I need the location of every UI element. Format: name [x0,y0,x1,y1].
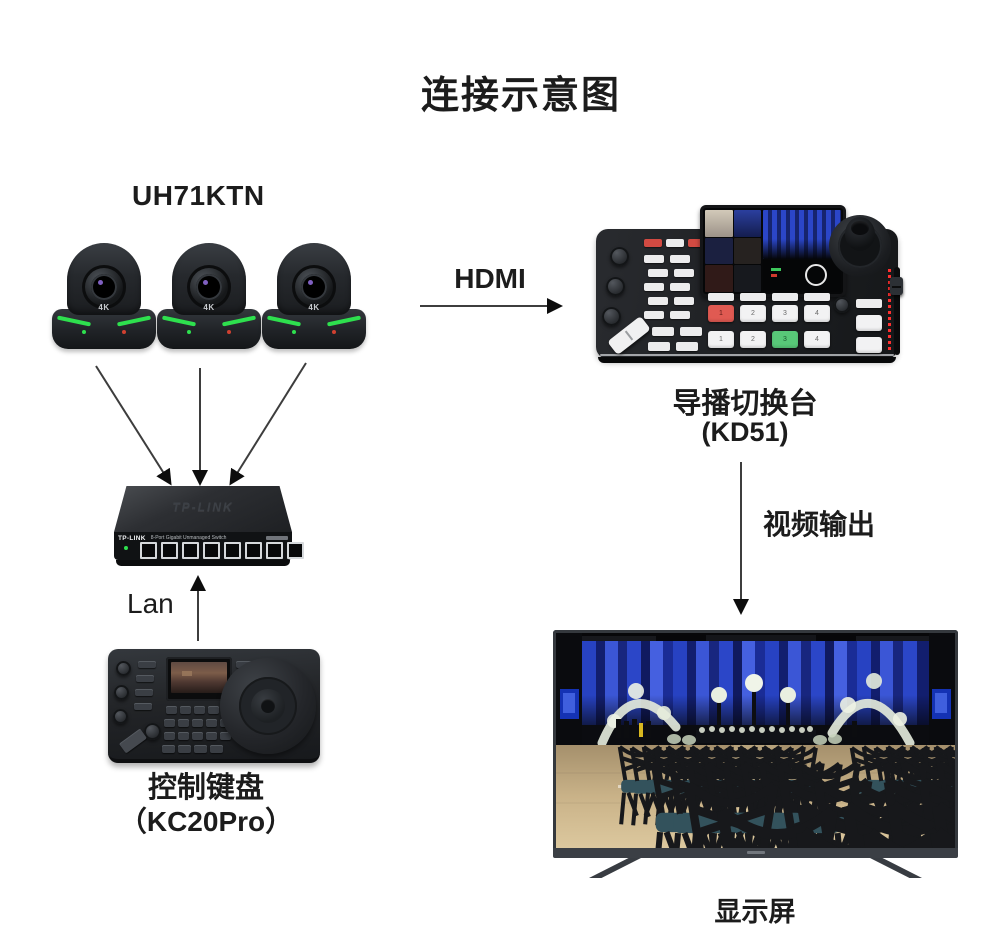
camera-led-stripe [326,315,362,327]
tv-bottom-bezel [553,848,958,858]
keyboard-joystick [220,658,316,754]
program-view [763,210,841,259]
preset-button [648,342,670,351]
status-led [227,330,231,334]
switch-top-face: TP-LINK [114,486,292,532]
status-bar [763,259,841,292]
multiview-thumbnails [703,208,763,294]
ethernet-ports [140,542,304,559]
menu-button [856,299,882,308]
camera-4k-badge: 4K [98,303,110,312]
keyboard-knob [113,709,128,724]
switch-base [116,560,290,566]
tv-right-foot [870,858,922,878]
camera-select-button [772,293,798,301]
lan-connection-label: Lan [127,588,174,619]
display-monitor [553,630,1000,945]
pvw-button-3: 3 [772,331,798,348]
camera-select-button [804,293,830,301]
jog-knob [144,723,161,740]
pgm-button-1: 1 [708,305,734,322]
tv-logo [746,851,765,854]
arrow-cam3-to-switch [229,362,307,486]
camera-model-label: UH71KTN [132,180,265,211]
ptz-camera-1: 4K [52,243,156,349]
network-switch: TP-LINK TP-LINK 8-Port Gigabit Unmanaged… [114,486,304,570]
status-led [332,330,336,334]
function-button [666,239,684,247]
camera-lens [82,265,126,309]
camera-4k-badge: 4K [203,303,215,312]
stream-button [688,239,706,247]
status-led [122,330,126,334]
power-led [82,330,86,334]
switch-brand-label: TP-LINK [118,534,146,542]
switch-front-panel: TP-LINK 8-Port Gigabit Unmanaged Switch [114,532,304,560]
ptz-camera-3: 4K [262,243,366,349]
switcher-name-label: 导播切换台 [672,388,818,420]
pvw-button-1: 1 [708,331,734,348]
camera-led-stripe [266,315,302,327]
arrow-cam1-to-switch [95,365,172,486]
audio-knob [606,277,625,296]
switch-power-led [124,546,128,550]
audio-knob [610,247,629,266]
fader-led-strip [888,269,891,353]
tv-left-foot [589,858,641,878]
camera-led-stripe [221,315,257,327]
menu-knob [834,297,850,313]
switch-model-text [266,536,288,540]
switch-description: 8-Port Gigabit Unmanaged Switch [150,535,227,541]
camera-select-button [740,293,766,301]
video-out-connection-label: 视频输出 [763,509,876,540]
fader-track [894,267,900,355]
tv-screen-content [556,633,1000,945]
video-switcher-console: 1 2 3 4 1 2 3 4 [596,205,903,365]
keyboard-name-label: 控制键盘 [147,772,265,804]
pvw-button-4: 4 [804,331,830,348]
page-title: 连接示意图 [420,75,622,117]
camera-led-stripe [56,315,92,327]
preset-button [676,342,698,351]
camera-4k-badge: 4K [308,303,320,312]
power-led [187,330,191,334]
camera-select-button [708,293,734,301]
tv-frame [553,630,1000,945]
auto-button [856,337,882,353]
switch-embossed-brand: TP-LINK [172,500,234,514]
console-edge [598,357,896,363]
camera-lens [292,265,336,309]
camera-lens [187,265,231,309]
keyboard-knob [116,661,131,676]
switcher-model-label: (KD51) [701,417,789,447]
keyboard-model-label: （KC20Pro） [118,806,294,837]
console-joystick [829,215,891,277]
pgm-button-2: 2 [740,305,766,322]
camera-base [52,309,156,349]
pgm-button-4: 4 [804,305,830,322]
ptz-control-keyboard [108,649,320,763]
record-button [644,239,662,247]
fader-handle [890,277,903,295]
multiview-screen [700,205,846,297]
camera-led-stripe [161,315,197,327]
camera-head [67,243,141,315]
audio-knob [602,307,621,326]
pgm-button-3: 3 [772,305,798,322]
hdmi-connection-label: HDMI [454,263,526,294]
cut-button [856,315,882,331]
camera-led-stripe [116,315,152,327]
keyboard-knob [114,685,129,700]
pvw-button-2: 2 [740,331,766,348]
ptz-camera-2: 4K [157,243,261,349]
power-led [292,330,296,334]
display-name-label: 显示屏 [714,897,796,927]
